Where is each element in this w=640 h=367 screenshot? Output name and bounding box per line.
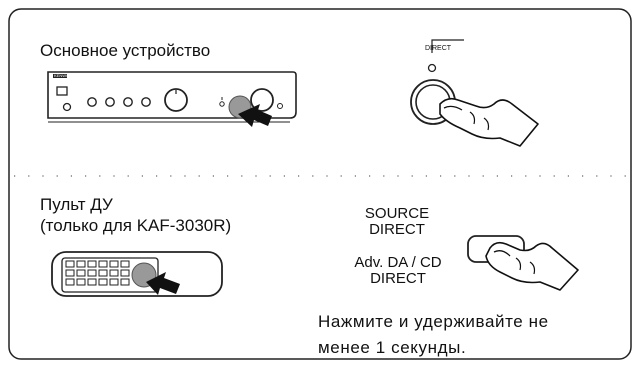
direct-button-label: DIRECT xyxy=(425,45,452,52)
frame-border xyxy=(8,8,632,360)
source-direct-label-line2: DIRECT xyxy=(369,221,425,238)
remote-subtitle: (только для KAF-3030R) xyxy=(40,216,232,235)
remote-title: Пульт ДУ xyxy=(40,195,113,214)
adv-direct-label: Adv. DA / CD DIRECT xyxy=(338,255,458,287)
adv-direct-label-line2: DIRECT xyxy=(370,270,426,287)
source-direct-label-line1: SOURCE xyxy=(364,205,430,222)
instruction-text: Нажмите и удерживайте не менее 1 секунды… xyxy=(318,309,549,361)
main-unit-title: Основное устройство xyxy=(40,41,211,60)
source-direct-label: SOURCE DIRECT xyxy=(352,206,442,238)
brand-logo-text: KENWOOD xyxy=(54,73,76,78)
illustration-frame xyxy=(8,8,632,360)
instruction-line1: Нажмите и удерживайте не xyxy=(318,312,549,331)
adv-direct-label-line1: Adv. DA / CD xyxy=(354,254,442,271)
instruction-line2: менее 1 секунды. xyxy=(318,338,467,357)
